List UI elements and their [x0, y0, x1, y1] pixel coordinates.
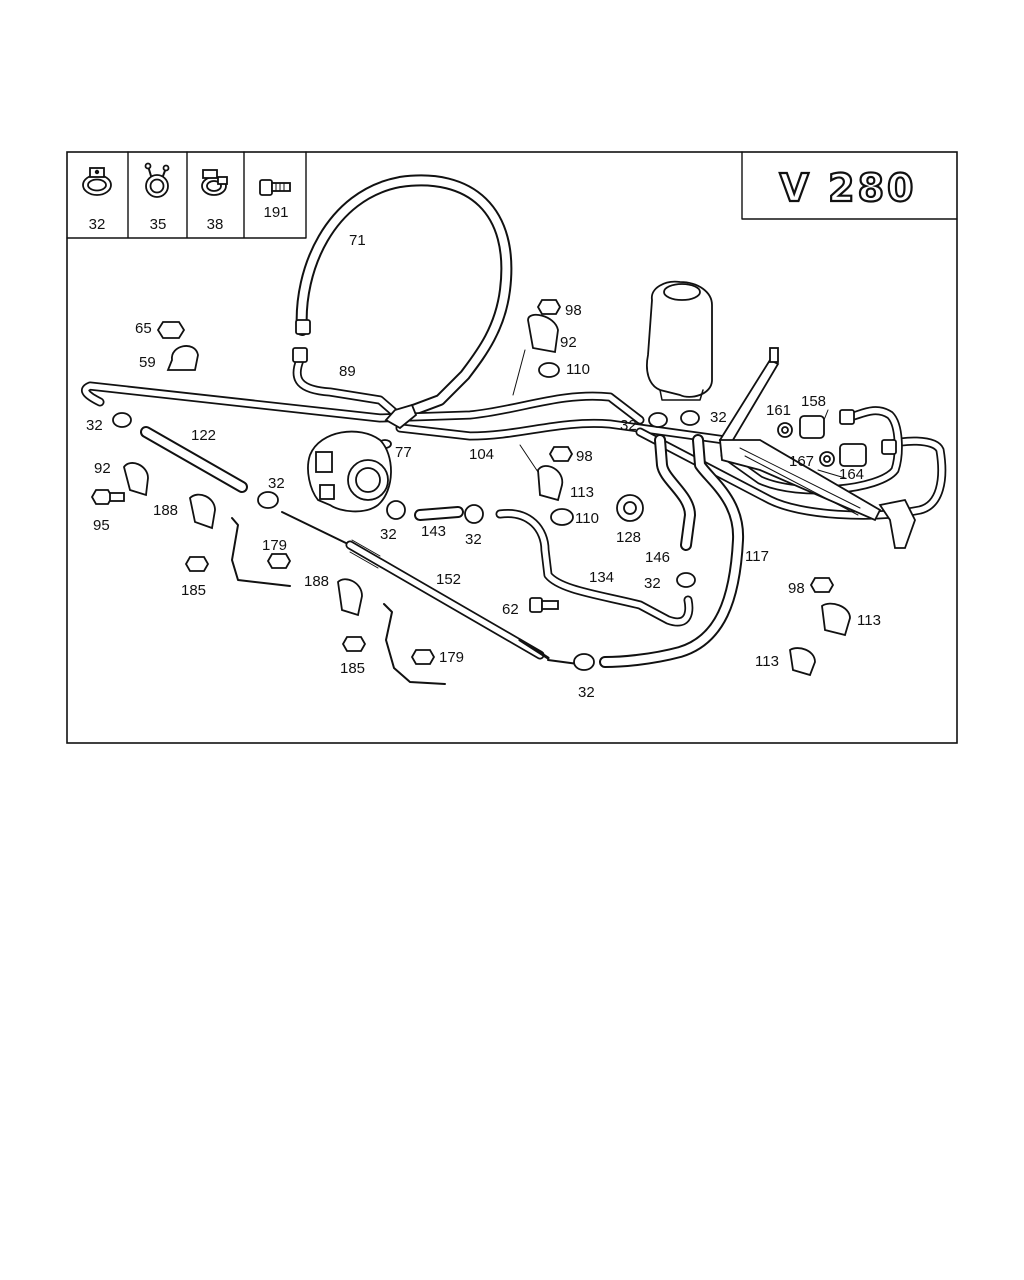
callout-89: 89 — [339, 363, 356, 380]
callout-59: 59 — [139, 354, 156, 371]
callout-134: 134 — [589, 569, 614, 586]
callout-77: 77 — [395, 444, 412, 461]
callout-95: 95 — [93, 517, 110, 534]
callout-188: 188 — [304, 573, 329, 590]
nuts — [156, 299, 835, 665]
model-title: V 280 — [780, 166, 917, 210]
callout-128: 128 — [616, 529, 641, 546]
callout-104: 104 — [469, 446, 494, 463]
model-title-box: V 280 — [741, 151, 958, 220]
callout-110: 110 — [566, 361, 590, 378]
callout-167: 167 — [789, 453, 814, 470]
brackets — [231, 517, 446, 685]
power-steering-pump — [307, 430, 392, 513]
callout-71: 71 — [349, 232, 366, 249]
callout-92: 92 — [560, 334, 577, 351]
callout-164: 164 — [839, 466, 864, 483]
legend-number-32: 32 — [89, 216, 106, 233]
callout-labels: 71 89 65 59 98 92 110 32 122 77 104 98 1… — [86, 232, 881, 701]
clips — [123, 313, 851, 677]
callout-113: 113 — [570, 484, 594, 501]
callout-179: 179 — [262, 537, 287, 554]
callout-188: 188 — [153, 502, 178, 519]
bolt-icon — [259, 179, 291, 196]
callout-62: 62 — [502, 601, 519, 618]
callout-32: 32 — [380, 526, 397, 543]
callout-161: 161 — [766, 402, 791, 419]
legend-number-38: 38 — [207, 216, 224, 233]
legend-table: 32 35 38 191 — [66, 151, 307, 239]
hose-clamps — [112, 410, 700, 671]
clamp-icon — [201, 169, 228, 196]
callout-113: 113 — [857, 612, 881, 629]
diagram-frame — [66, 151, 958, 744]
callout-185: 185 — [181, 582, 206, 599]
spring-clamp-icon — [144, 162, 170, 198]
fittings — [292, 319, 418, 449]
callout-122: 122 — [191, 427, 216, 444]
callout-98: 98 — [788, 580, 805, 597]
callout-32: 32 — [710, 409, 727, 426]
washers — [538, 362, 644, 526]
legend-number-191: 191 — [263, 204, 288, 221]
reservoir — [646, 280, 713, 401]
callout-32: 32 — [578, 684, 595, 701]
callout-65: 65 — [135, 320, 152, 337]
callout-146: 146 — [645, 549, 670, 566]
fittings-158-164 — [777, 409, 897, 467]
callout-92: 92 — [94, 460, 111, 477]
callout-179: 179 — [439, 649, 464, 666]
callout-110: 110 — [575, 510, 599, 527]
callout-32: 32 — [620, 417, 637, 434]
steering-gear — [718, 347, 916, 549]
callout-143: 143 — [421, 523, 446, 540]
callout-32: 32 — [644, 575, 661, 592]
callout-32: 32 — [86, 417, 103, 434]
hose-lines — [81, 174, 947, 668]
callout-98: 98 — [576, 448, 593, 465]
callout-113: 113 — [755, 653, 779, 670]
callout-32: 32 — [268, 475, 285, 492]
legend-number-35: 35 — [150, 216, 167, 233]
callout-185: 185 — [340, 660, 365, 677]
callout-98: 98 — [565, 302, 582, 319]
callout-117: 117 — [745, 548, 769, 565]
bolts — [90, 489, 559, 613]
callout-32: 32 — [465, 531, 482, 548]
callout-158: 158 — [801, 393, 826, 410]
hose-clamp-icon — [82, 167, 112, 196]
callout-152: 152 — [436, 571, 461, 588]
